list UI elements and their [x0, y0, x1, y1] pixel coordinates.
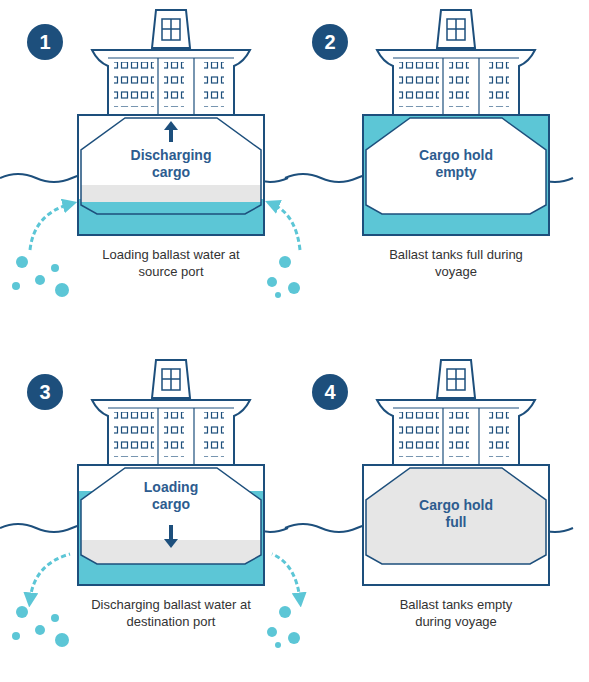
ship-panel-3	[0, 360, 300, 648]
ship-panel-1	[0, 10, 300, 298]
hold-text: Cargo hold full	[416, 497, 496, 531]
hold-label: Cargo hold empty	[406, 147, 506, 181]
hold-text: Discharging cargo	[119, 147, 224, 181]
ship-panel-2	[285, 10, 573, 235]
step-number: 2	[312, 24, 348, 60]
hold-text: Loading cargo	[131, 479, 211, 513]
down-arrow	[169, 525, 173, 541]
hold-shape	[81, 468, 261, 564]
callout-number: 4	[324, 381, 335, 404]
hold-text: Cargo hold empty	[406, 147, 506, 181]
cargo-hold: Cargo hold full	[365, 467, 547, 565]
step-number: 4	[312, 374, 348, 410]
callout-number: 3	[39, 381, 50, 404]
hold-shape	[366, 468, 546, 564]
arrow-head	[164, 539, 178, 548]
cargo-hold: Cargo hold empty	[365, 117, 547, 215]
caption: Discharging ballast water at destination…	[81, 597, 261, 631]
caption: Ballast tanks empty during voyage	[381, 597, 531, 631]
step-number: 1	[27, 24, 63, 60]
hold-shape	[366, 118, 546, 214]
callout-number: 1	[39, 31, 50, 54]
step-number: 3	[27, 374, 63, 410]
caption: Loading ballast water at source port	[91, 247, 251, 281]
cargo-hold: Discharging cargo	[80, 117, 262, 215]
ship-panel-4	[285, 360, 573, 585]
caption: Ballast tanks full during voyage	[386, 247, 526, 281]
hold-label: Loading cargo	[131, 479, 211, 513]
hold-label: Discharging cargo	[119, 147, 224, 181]
hold-shape	[81, 118, 261, 214]
cargo-hold: Loading cargo	[80, 467, 262, 565]
arrow-head	[164, 121, 178, 130]
hold-label: Cargo hold full	[416, 497, 496, 531]
up-arrow	[169, 128, 173, 142]
callout-number: 2	[324, 31, 335, 54]
